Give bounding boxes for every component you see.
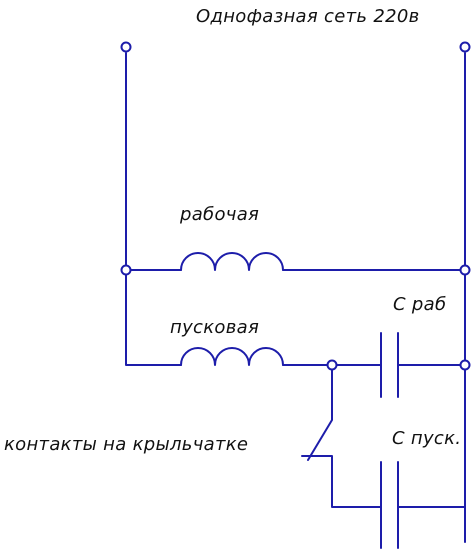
terminal-left-top [120,41,132,53]
fan-contacts-label: контакты на крыльчатке [4,434,248,455]
capacitor-starting-label: С пуск. [392,428,461,449]
starting-winding-coil [180,347,284,366]
capacitor-starting-symbol [380,461,399,549]
node-right-working [459,264,471,276]
working-winding-coil [180,252,284,271]
node-right-capacitor [459,359,471,371]
node-left-working [120,264,132,276]
starting-winding-label: пусковая [170,317,259,338]
network-label: Однофазная сеть 220в [196,6,420,27]
working-winding-label: рабочая [179,204,259,225]
left-supply-wire [125,52,182,366]
capacitor-working-label: С раб [393,294,446,315]
node-starting-junction [326,359,338,371]
fan-contacts-switch [301,364,382,508]
capacitor-working-symbol [380,332,399,398]
terminal-right-top [459,41,471,53]
